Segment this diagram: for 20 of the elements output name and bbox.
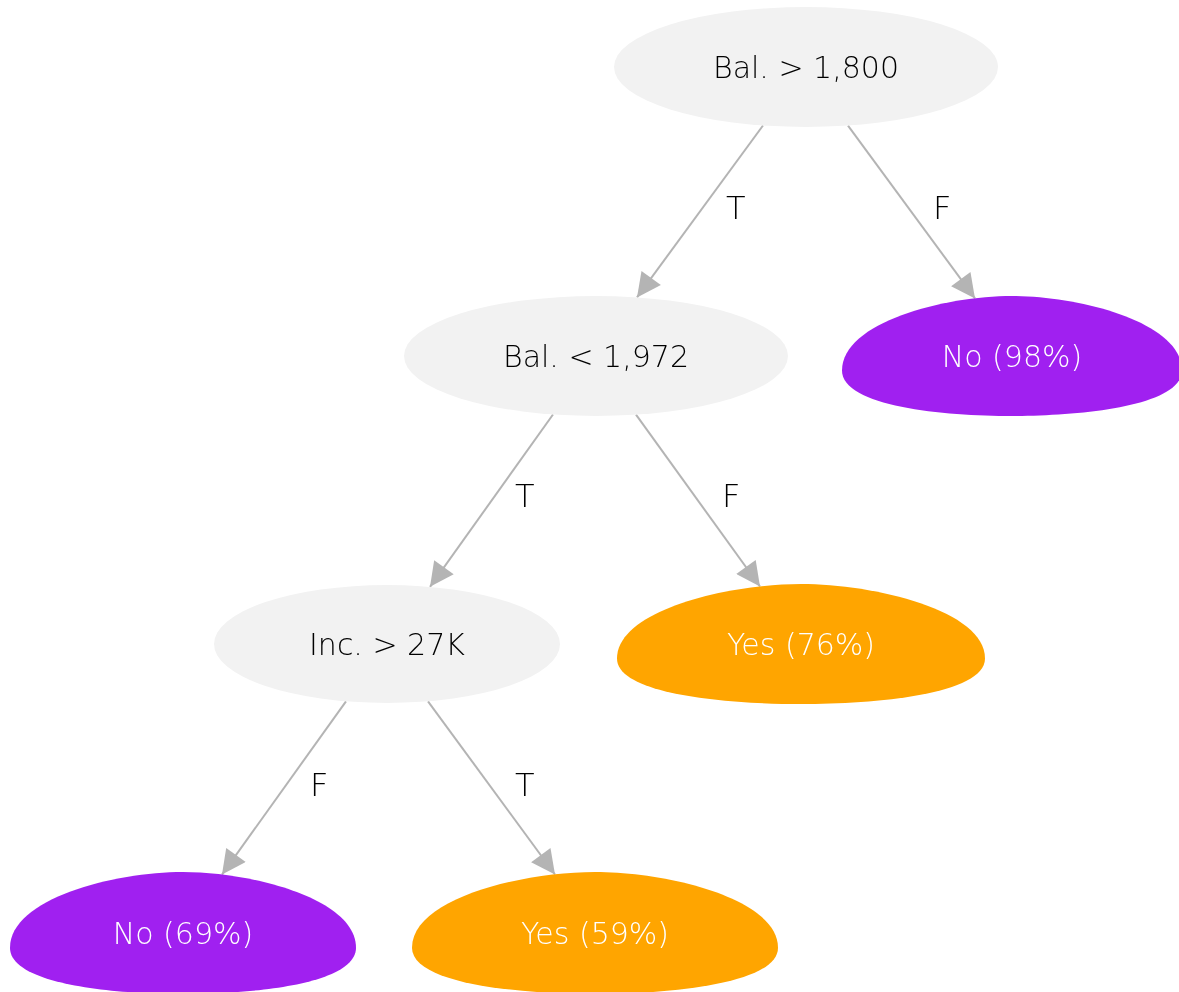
leaf-node bbox=[842, 296, 1179, 416]
arrow bbox=[635, 413, 761, 588]
node-label: Yes (59%) bbox=[520, 915, 670, 951]
node-label: Inc. > 27K bbox=[309, 626, 465, 662]
decision-node bbox=[404, 296, 788, 416]
arrow bbox=[636, 124, 764, 299]
arrow bbox=[429, 413, 554, 588]
node-label: Bal. > 1,800 bbox=[713, 49, 899, 85]
arrow bbox=[221, 700, 347, 876]
node-label: No (98%) bbox=[941, 338, 1083, 374]
leaf-node bbox=[617, 584, 985, 704]
leaf-node bbox=[10, 872, 356, 992]
decision-node bbox=[614, 7, 998, 127]
arrow bbox=[847, 124, 976, 300]
arrow bbox=[427, 700, 556, 876]
leaf-node bbox=[412, 872, 778, 992]
node-label: No (69%) bbox=[112, 915, 254, 951]
decision-node bbox=[214, 585, 560, 703]
node-label: Yes (76%) bbox=[726, 626, 876, 662]
node-label: Bal. < 1,972 bbox=[503, 338, 689, 374]
